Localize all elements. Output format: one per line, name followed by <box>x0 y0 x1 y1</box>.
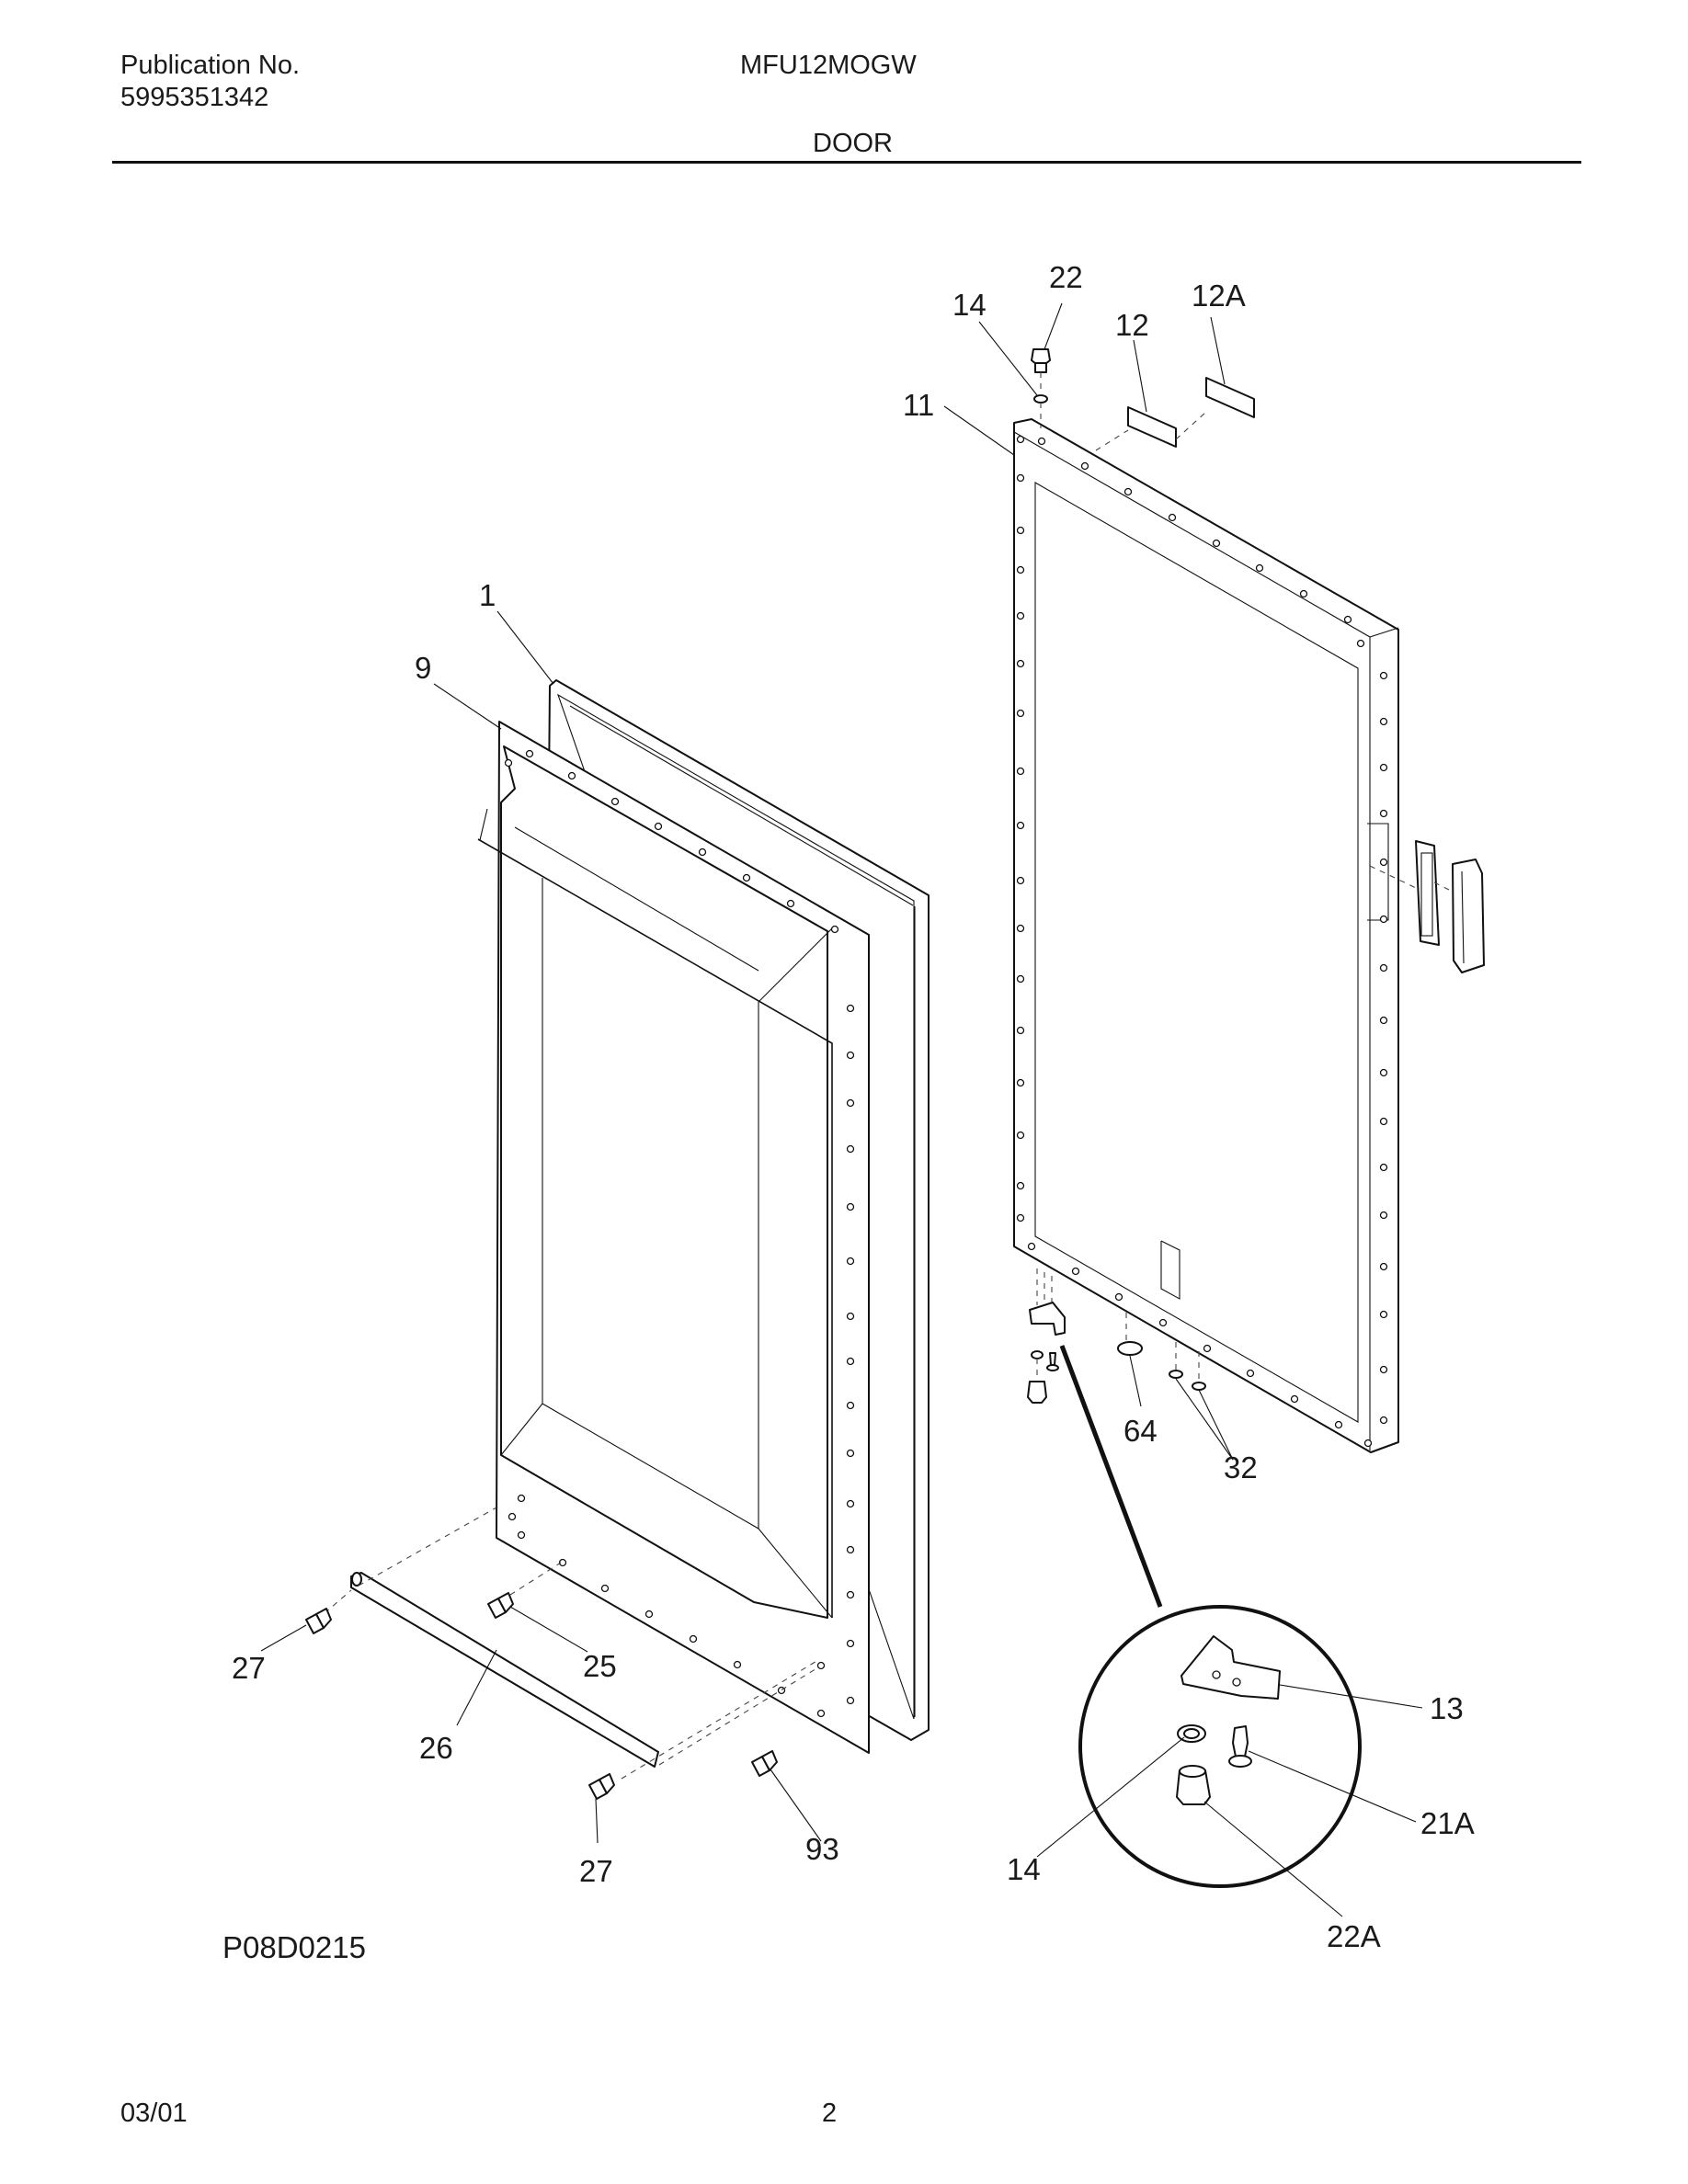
callout-1: 1 <box>479 578 496 612</box>
liner-screw-holes <box>504 749 855 1718</box>
callout-32: 32 <box>1224 1450 1258 1484</box>
screws <box>305 1592 778 1800</box>
liner-part <box>477 721 870 1754</box>
callout-27-bottom: 27 <box>579 1854 613 1888</box>
callout-14-detail: 14 <box>1007 1852 1041 1886</box>
page-number: 2 <box>822 2099 838 2128</box>
outer-door-screw-holes <box>1016 435 1388 1448</box>
callout-64: 64 <box>1123 1414 1158 1448</box>
callout-26: 26 <box>419 1731 453 1765</box>
drawing-id: P08D0215 <box>222 1930 366 1964</box>
callout-12a: 12A <box>1192 279 1246 313</box>
footer-date: 03/01 <box>120 2099 188 2128</box>
hinge-detail-circle <box>1059 1345 1362 1888</box>
top-hinge-parts <box>1031 348 1255 451</box>
callout-9: 9 <box>415 651 431 685</box>
callout-21a: 21A <box>1420 1806 1475 1840</box>
callout-93: 93 <box>805 1832 839 1866</box>
callout-leaders <box>260 302 1423 1917</box>
outer-door-part <box>1013 418 1399 1453</box>
publication-number: 5995351342 <box>120 83 269 112</box>
header-rule <box>112 161 1581 164</box>
callout-13: 13 <box>1430 1691 1464 1725</box>
bottom-hinge-parts <box>1027 1268 1206 1404</box>
section-title: DOOR <box>813 129 893 158</box>
callout-22: 22 <box>1049 260 1083 294</box>
callout-12: 12 <box>1115 308 1149 342</box>
publication-label: Publication No. <box>120 51 301 80</box>
callout-25: 25 <box>583 1649 617 1683</box>
handle-part <box>1369 840 1485 973</box>
bottom-trim-parts <box>305 1507 819 1800</box>
callout-27-left: 27 <box>232 1651 266 1685</box>
callout-22a: 22A <box>1327 1919 1381 1953</box>
model-number: MFU12MOGW <box>740 51 917 80</box>
callout-11: 11 <box>903 388 934 422</box>
callout-14-top: 14 <box>952 288 987 322</box>
